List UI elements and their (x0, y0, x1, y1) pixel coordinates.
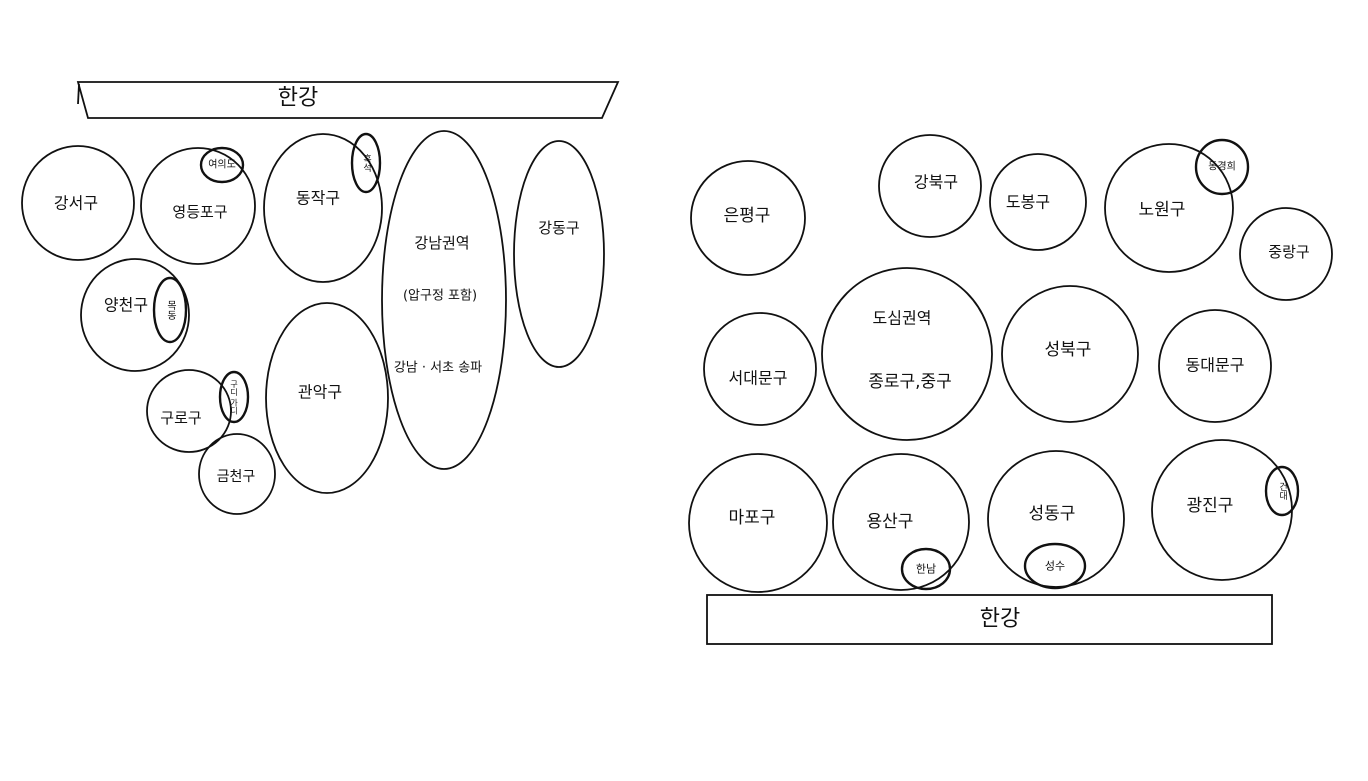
north-river-band: 한강 (706, 594, 1273, 645)
district-label: 마포구 (729, 508, 776, 528)
district-guro: 구로구 구디 가디 (146, 369, 250, 453)
badge-label: 흑석 (361, 153, 371, 173)
district-gangbuk: 강북구 (878, 134, 982, 238)
badge-label: 건대 (1277, 482, 1287, 501)
district-outline (688, 453, 828, 593)
district-outline (146, 369, 232, 453)
badge-outline (1023, 542, 1087, 590)
district-outline (265, 302, 389, 494)
district-label: 은평구 (724, 206, 771, 226)
district-outline (1001, 285, 1139, 423)
district-label: 관악구 (298, 383, 342, 402)
district-dobong: 도봉구 (989, 153, 1087, 251)
district-label: 강남권역 (414, 234, 469, 252)
district-nowon: 노원구 동경희 (1104, 138, 1250, 273)
badge-outline (900, 547, 952, 591)
district-outline (832, 453, 970, 591)
district-outline (21, 145, 135, 261)
district-label: 강동구 (538, 219, 579, 237)
district-gangdong: 강동구 (513, 140, 605, 368)
district-outline (513, 140, 605, 368)
district-yongsan: 용산구 한남 (832, 453, 970, 591)
district-label: 서대문구 (729, 369, 788, 388)
north-map: 은평구 강북구 도봉구 노원구 동경희 중랑구 서대문구 (688, 134, 1333, 645)
badge-label: 구디 가디 (229, 380, 238, 416)
district-outline (1104, 143, 1234, 273)
district-label: 도봉구 (1006, 193, 1050, 212)
district-outline (381, 130, 507, 470)
district-label: 영등포구 (172, 203, 227, 221)
district-outline (140, 147, 256, 265)
river-shape (76, 81, 620, 119)
river-tick-mark (77, 83, 80, 105)
badge-label: 한남 (916, 563, 936, 576)
river-shape (706, 594, 1273, 645)
district-yeongdeungpo: 영등포구 여의도 (140, 146, 256, 265)
district-seongdong: 성동구 성수 (987, 450, 1125, 590)
district-note: 종로구,중구 (868, 372, 952, 392)
district-label: 구로구 (160, 409, 201, 427)
district-dongdaemun: 동대문구 (1158, 309, 1272, 423)
district-outline (878, 134, 982, 238)
district-label: 강북구 (914, 173, 958, 192)
district-outline (1158, 309, 1272, 423)
district-outline (821, 267, 993, 441)
district-note-secondary: 강남 · 서초 송파 (394, 361, 482, 376)
district-seodaemun: 서대문구 (703, 312, 817, 426)
district-gwangjin: 광진구 건대 (1151, 439, 1300, 581)
district-label: 노원구 (1139, 200, 1186, 220)
badge-label: 성수 (1045, 560, 1065, 573)
district-gangnam: 강남권역 (압구정 포함) 강남 · 서초 송파 (381, 130, 507, 470)
district-mapo: 마포구 (688, 453, 828, 593)
district-seongbuk: 성북구 (1001, 285, 1139, 423)
badge-label: 목동 (165, 300, 177, 320)
district-outline (690, 160, 806, 276)
district-outline (703, 312, 817, 426)
badge-outline (199, 146, 245, 184)
badge-outline (218, 370, 250, 424)
river-label: 한강 (980, 607, 1020, 632)
district-outline (198, 433, 276, 515)
district-label: 동작구 (296, 189, 340, 208)
district-label: 동대문구 (1186, 356, 1245, 375)
district-jungnang: 중랑구 (1239, 207, 1333, 301)
district-outline (80, 258, 190, 372)
badge-label: 동경희 (1208, 160, 1236, 173)
district-label: 양천구 (104, 296, 148, 315)
badge-outline (1264, 465, 1300, 517)
river-label: 한강 (278, 86, 318, 111)
district-label: 성동구 (1029, 504, 1076, 524)
district-note: (압구정 포함) (403, 289, 477, 304)
south-river-band: 한강 (76, 81, 620, 119)
district-gwanak: 관악구 (265, 302, 389, 494)
district-label: 광진구 (1187, 496, 1234, 516)
badge-outline (350, 132, 382, 194)
district-geumcheon: 금천구 (198, 433, 276, 515)
district-label: 성북구 (1045, 340, 1092, 360)
district-gangseo: 강서구 (21, 145, 135, 261)
district-eunpyeong: 은평구 (690, 160, 806, 276)
district-label: 도심권역 (873, 309, 932, 328)
badge-outline (152, 276, 188, 344)
district-label: 중랑구 (1268, 243, 1309, 261)
badge-outline (1194, 138, 1250, 196)
district-outline (989, 153, 1087, 251)
district-dosim: 도심권역 종로구,중구 (821, 267, 993, 441)
badge-label: 여의도 (208, 159, 236, 171)
district-dongjak: 동작구 흑석 (263, 132, 383, 283)
district-label: 강서구 (54, 194, 98, 213)
district-yangcheon: 양천구 목동 (80, 258, 190, 372)
district-label: 금천구 (217, 469, 256, 485)
south-map: 한강 강서구 영등포구 여의도 동작구 흑석 강남권역 (압구정 포함) 강남 … (21, 81, 620, 515)
district-outline (1239, 207, 1333, 301)
district-label: 용산구 (867, 512, 914, 532)
district-outline (263, 133, 383, 283)
